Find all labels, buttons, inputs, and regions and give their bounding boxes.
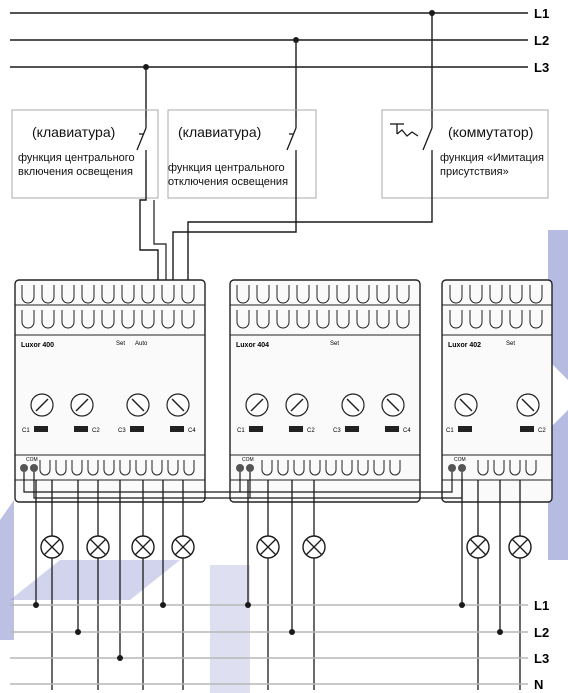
svg-text:C4: C4 — [188, 428, 196, 434]
box-3-line-2: присутствия» — [440, 166, 509, 178]
accent-shape-left — [0, 500, 14, 640]
lamp-symbols — [40, 535, 532, 559]
label-top-l3: L3 — [534, 60, 549, 75]
label-top-l2: L2 — [534, 33, 549, 48]
svg-text:C3: C3 — [118, 428, 126, 434]
label-bottom-n: N — [534, 677, 543, 692]
box-3-title: (коммутатор) — [448, 124, 534, 140]
svg-text:C3: C3 — [333, 428, 341, 434]
accent-shape-right-upper — [548, 230, 568, 380]
box-1-line-1: функция центрального — [18, 152, 135, 164]
svg-text:C1: C1 — [22, 428, 30, 434]
label-bottom-l1: L1 — [534, 598, 549, 613]
accent-shape-right-lower — [548, 410, 568, 560]
svg-text:C2: C2 — [307, 428, 315, 434]
module-1-name: Luxor 400 — [21, 342, 54, 349]
svg-text:COM: COM — [454, 457, 466, 463]
module-3-name: Luxor 402 — [448, 342, 481, 349]
module-2 — [229, 279, 421, 503]
label-bottom-l2: L2 — [534, 625, 549, 640]
control-box-2 — [167, 109, 317, 199]
control-box-1 — [11, 109, 159, 199]
svg-text:C1: C1 — [446, 428, 454, 434]
module-3-tag: Set — [506, 341, 515, 347]
module-1-extra: Auto — [135, 341, 148, 347]
module-2-tag: Set — [330, 341, 339, 347]
box-3-line-1: функция «Имитация — [440, 152, 544, 164]
label-top-l1: L1 — [534, 6, 549, 21]
box-2-line-2: отключения освещения — [168, 176, 289, 188]
box-2-line-1: функция центрального — [168, 162, 285, 174]
control-box-3 — [381, 109, 549, 199]
box-1-title: (клавиатура) — [32, 124, 116, 140]
svg-text:C1: C1 — [237, 428, 245, 434]
svg-text:C2: C2 — [538, 428, 546, 434]
label-bottom-l3: L3 — [534, 651, 549, 666]
box-1-line-2: включения освещения — [18, 166, 133, 178]
module-1-tag: Set — [116, 341, 125, 347]
module-1 — [14, 279, 206, 503]
module-2-name: Luxor 404 — [236, 342, 269, 349]
svg-text:COM: COM — [242, 457, 254, 463]
svg-text:C2: C2 — [92, 428, 100, 434]
box-2-title: (клавиатура) — [178, 124, 262, 140]
svg-text:C4: C4 — [403, 428, 411, 434]
accent-shape-bottom-mid — [210, 565, 250, 693]
svg-text:COM: COM — [26, 457, 38, 463]
